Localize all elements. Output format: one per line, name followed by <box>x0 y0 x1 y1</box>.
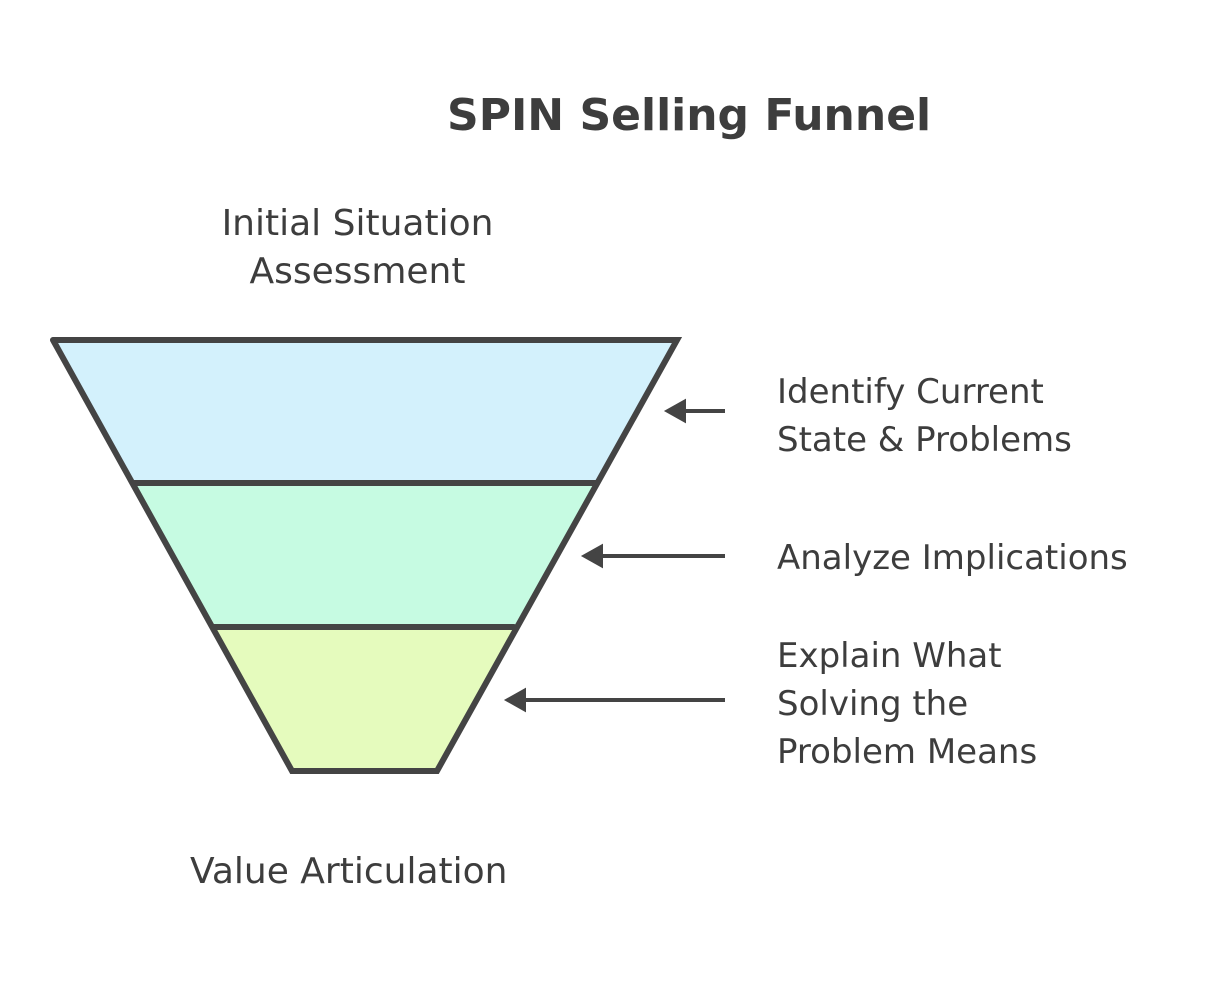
stage-label-2: Analyze Implications <box>777 538 1128 578</box>
stage-label-1: Identify Current State & Problems <box>777 372 1072 460</box>
arrow-head-1 <box>663 398 686 424</box>
stage-label-3: Explain What Solving the Problem Means <box>777 636 1038 772</box>
arrow-head-2 <box>580 543 603 569</box>
funnel-stage-2 <box>133 483 596 627</box>
funnel-stage-3 <box>214 627 514 771</box>
top-label: Initial Situation Assessment <box>221 203 494 292</box>
bottom-label: Value Articulation <box>190 851 508 892</box>
diagram-title: SPIN Selling Funnel <box>447 90 932 141</box>
arrow-head-3 <box>503 687 526 713</box>
funnel-stage-1 <box>53 340 677 483</box>
